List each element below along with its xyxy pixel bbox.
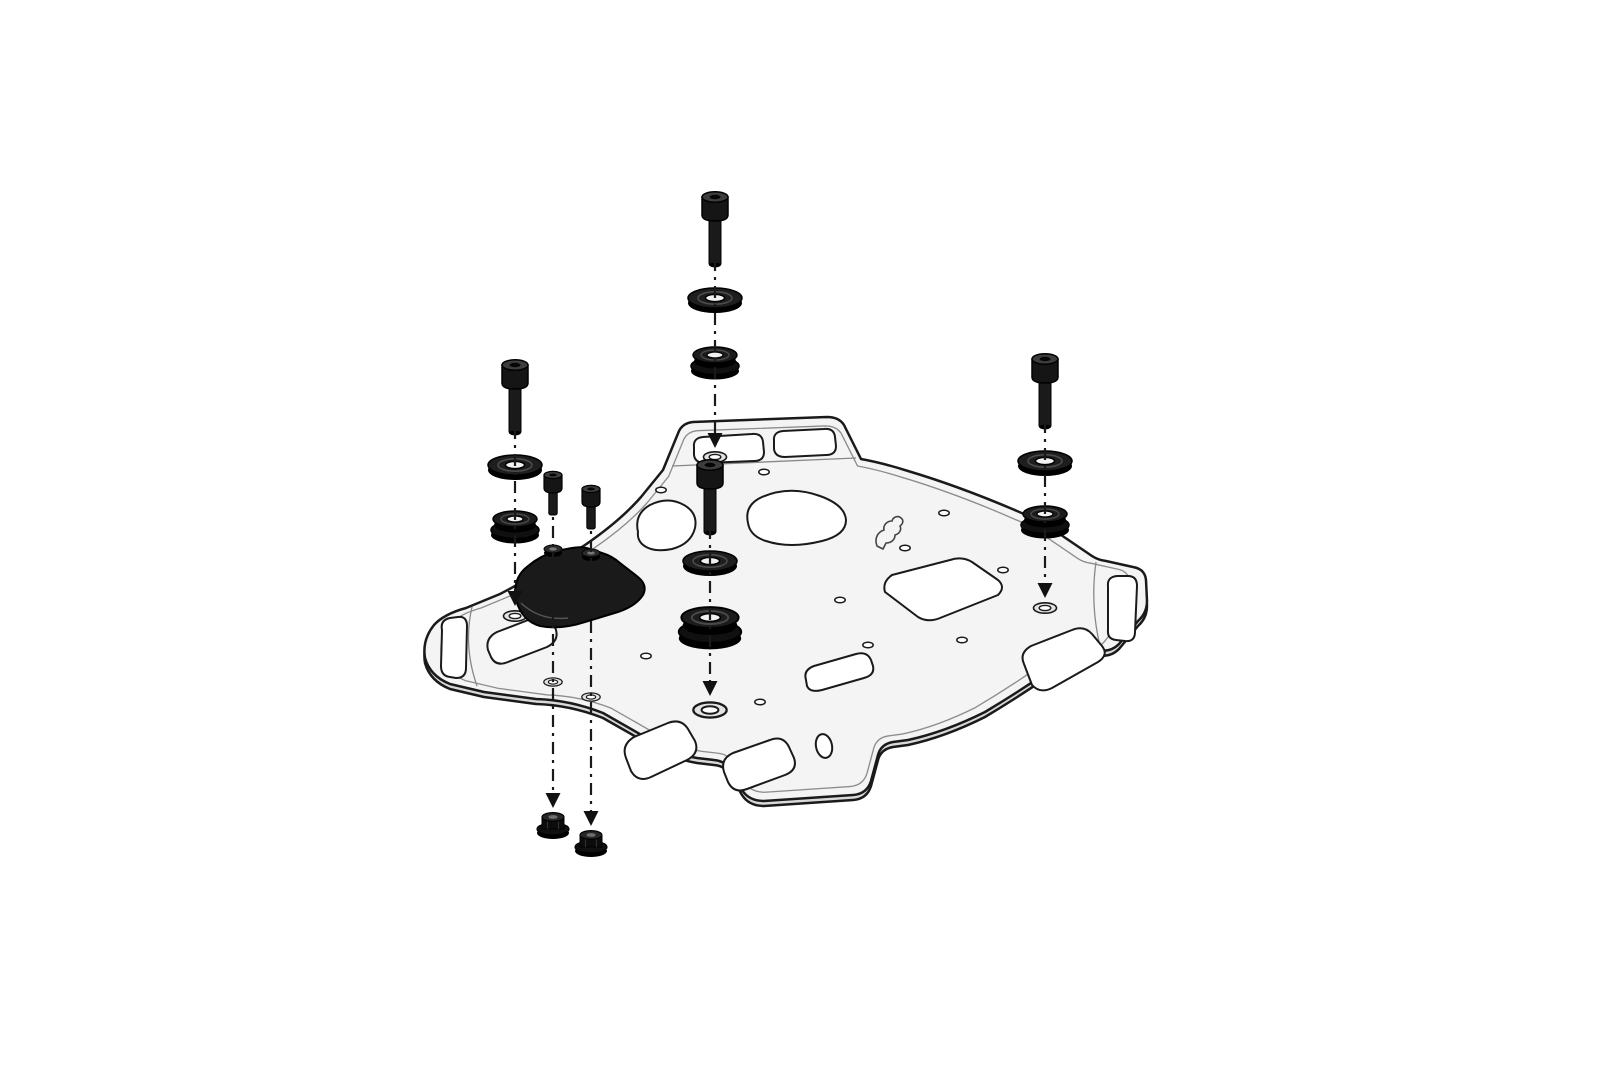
assembly-lines-layer xyxy=(507,232,1053,826)
adapter-arrow-2 xyxy=(583,811,599,826)
plate-hole-2 xyxy=(758,468,770,476)
adapter-arrow-1 xyxy=(545,793,561,808)
adapter-boss-2 xyxy=(581,548,601,561)
rack-cutout-left-edge-slot xyxy=(486,614,558,665)
rack-cutout-center-right-slot xyxy=(804,652,875,692)
mount-hole-4 xyxy=(692,701,728,719)
flange-nut-2 xyxy=(574,829,608,858)
adapter-plate-highlight xyxy=(520,602,569,620)
rack-cutout-upper-left xyxy=(636,499,697,552)
plate-hole-11 xyxy=(834,596,846,604)
right-tab-fold-line xyxy=(1093,561,1101,647)
plate-hole-1 xyxy=(655,486,667,494)
plate-hole-7 xyxy=(862,641,874,649)
rack-cutout-right-large-slot xyxy=(883,557,1003,622)
adapter-plate xyxy=(514,546,646,629)
rack-cutout-bottom-center-slot xyxy=(722,737,796,792)
rack-cutout-bottom-small-oval xyxy=(814,733,834,759)
bolt-top-center xyxy=(701,191,729,269)
plate-hole-9 xyxy=(640,652,652,660)
rack-cutouts xyxy=(440,427,1138,792)
plate-hole-5 xyxy=(997,566,1009,574)
rack-cutout-lower-right xyxy=(1021,627,1106,692)
rack-cutout-left-tab-slot xyxy=(440,615,468,679)
rack-plate-group xyxy=(423,415,1149,808)
rack-cutout-upper-center xyxy=(746,489,847,546)
mount-hole-3 xyxy=(1032,601,1058,615)
plate-hole-3 xyxy=(899,544,911,552)
left-tab-fold-line xyxy=(467,606,478,687)
flange-nut-1 xyxy=(536,811,570,840)
bolt-right xyxy=(1031,353,1059,431)
plate-hole-6 xyxy=(956,636,968,644)
rack-cutout-top-slot-right xyxy=(772,427,837,458)
rack-cutout-right-tab-slot xyxy=(1106,575,1138,643)
plate-hole-8 xyxy=(754,698,766,706)
brand-logo-horse-icon xyxy=(875,515,904,550)
bolt-left xyxy=(501,359,529,437)
rack-cutout-bottom-left-slot xyxy=(623,720,698,780)
plate-hole-4 xyxy=(938,509,950,517)
